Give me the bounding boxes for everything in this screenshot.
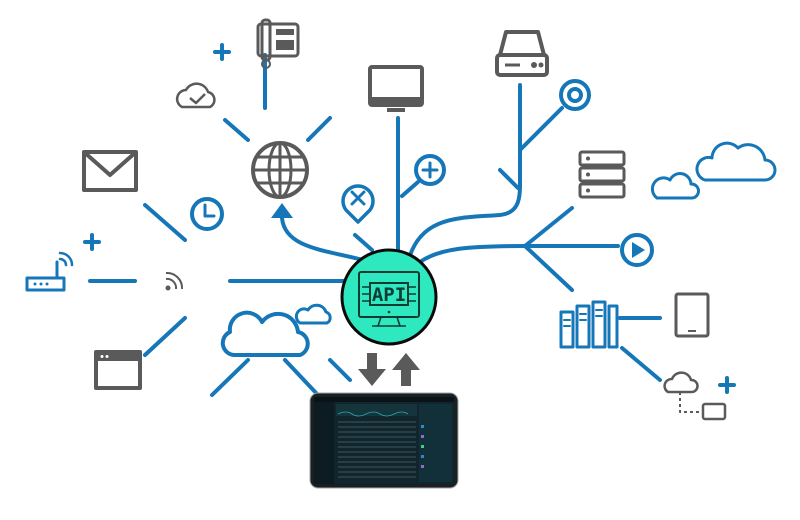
data-center-icon xyxy=(559,300,619,349)
arrow-up-icon xyxy=(271,203,293,218)
clock-icon xyxy=(190,197,224,231)
connector-drive xyxy=(406,83,522,264)
plus-icon xyxy=(213,43,231,61)
mobile-device-icon xyxy=(674,292,710,338)
cloud-network-icon xyxy=(663,371,727,421)
plus-icon xyxy=(718,376,736,394)
plus-icon xyxy=(83,233,101,251)
remove-marker-icon xyxy=(341,184,375,224)
arrow-up-icon xyxy=(392,353,420,386)
connector-datacenter xyxy=(618,316,662,382)
connector-left-branches xyxy=(88,203,187,357)
server-rack-icon xyxy=(578,150,626,199)
browser-window-icon xyxy=(94,350,142,390)
cloud-check-icon xyxy=(175,82,216,109)
connector-globe-branches xyxy=(223,53,332,142)
dashboard-tablet xyxy=(309,392,459,489)
cloud-icon xyxy=(220,310,310,358)
target-icon xyxy=(559,79,591,111)
monitor-icon xyxy=(368,65,424,112)
connector-cloud xyxy=(210,358,352,397)
small-cloud-icon xyxy=(294,303,332,325)
connector-right-branches xyxy=(523,206,620,292)
connector-drive-branch xyxy=(498,168,520,190)
connector-target xyxy=(518,106,564,152)
connector-add xyxy=(400,180,420,198)
telephone-icon xyxy=(256,18,300,69)
api-label: API xyxy=(372,284,406,306)
wifi-icon xyxy=(165,271,184,291)
connector-remove xyxy=(353,233,374,252)
add-circle-icon xyxy=(414,154,446,186)
hard-drive-icon xyxy=(495,30,549,77)
mail-icon xyxy=(82,150,138,192)
api-hub: API xyxy=(340,248,438,346)
router-icon xyxy=(25,251,74,292)
connectors xyxy=(88,53,662,397)
globe-icon xyxy=(251,141,309,199)
arrow-down-icon xyxy=(358,353,386,386)
connector-right xyxy=(418,244,527,264)
cloud-pair-icon xyxy=(650,141,777,200)
play-icon xyxy=(620,233,654,267)
api-monitor-icon xyxy=(358,271,420,327)
connector-globe xyxy=(280,216,372,264)
